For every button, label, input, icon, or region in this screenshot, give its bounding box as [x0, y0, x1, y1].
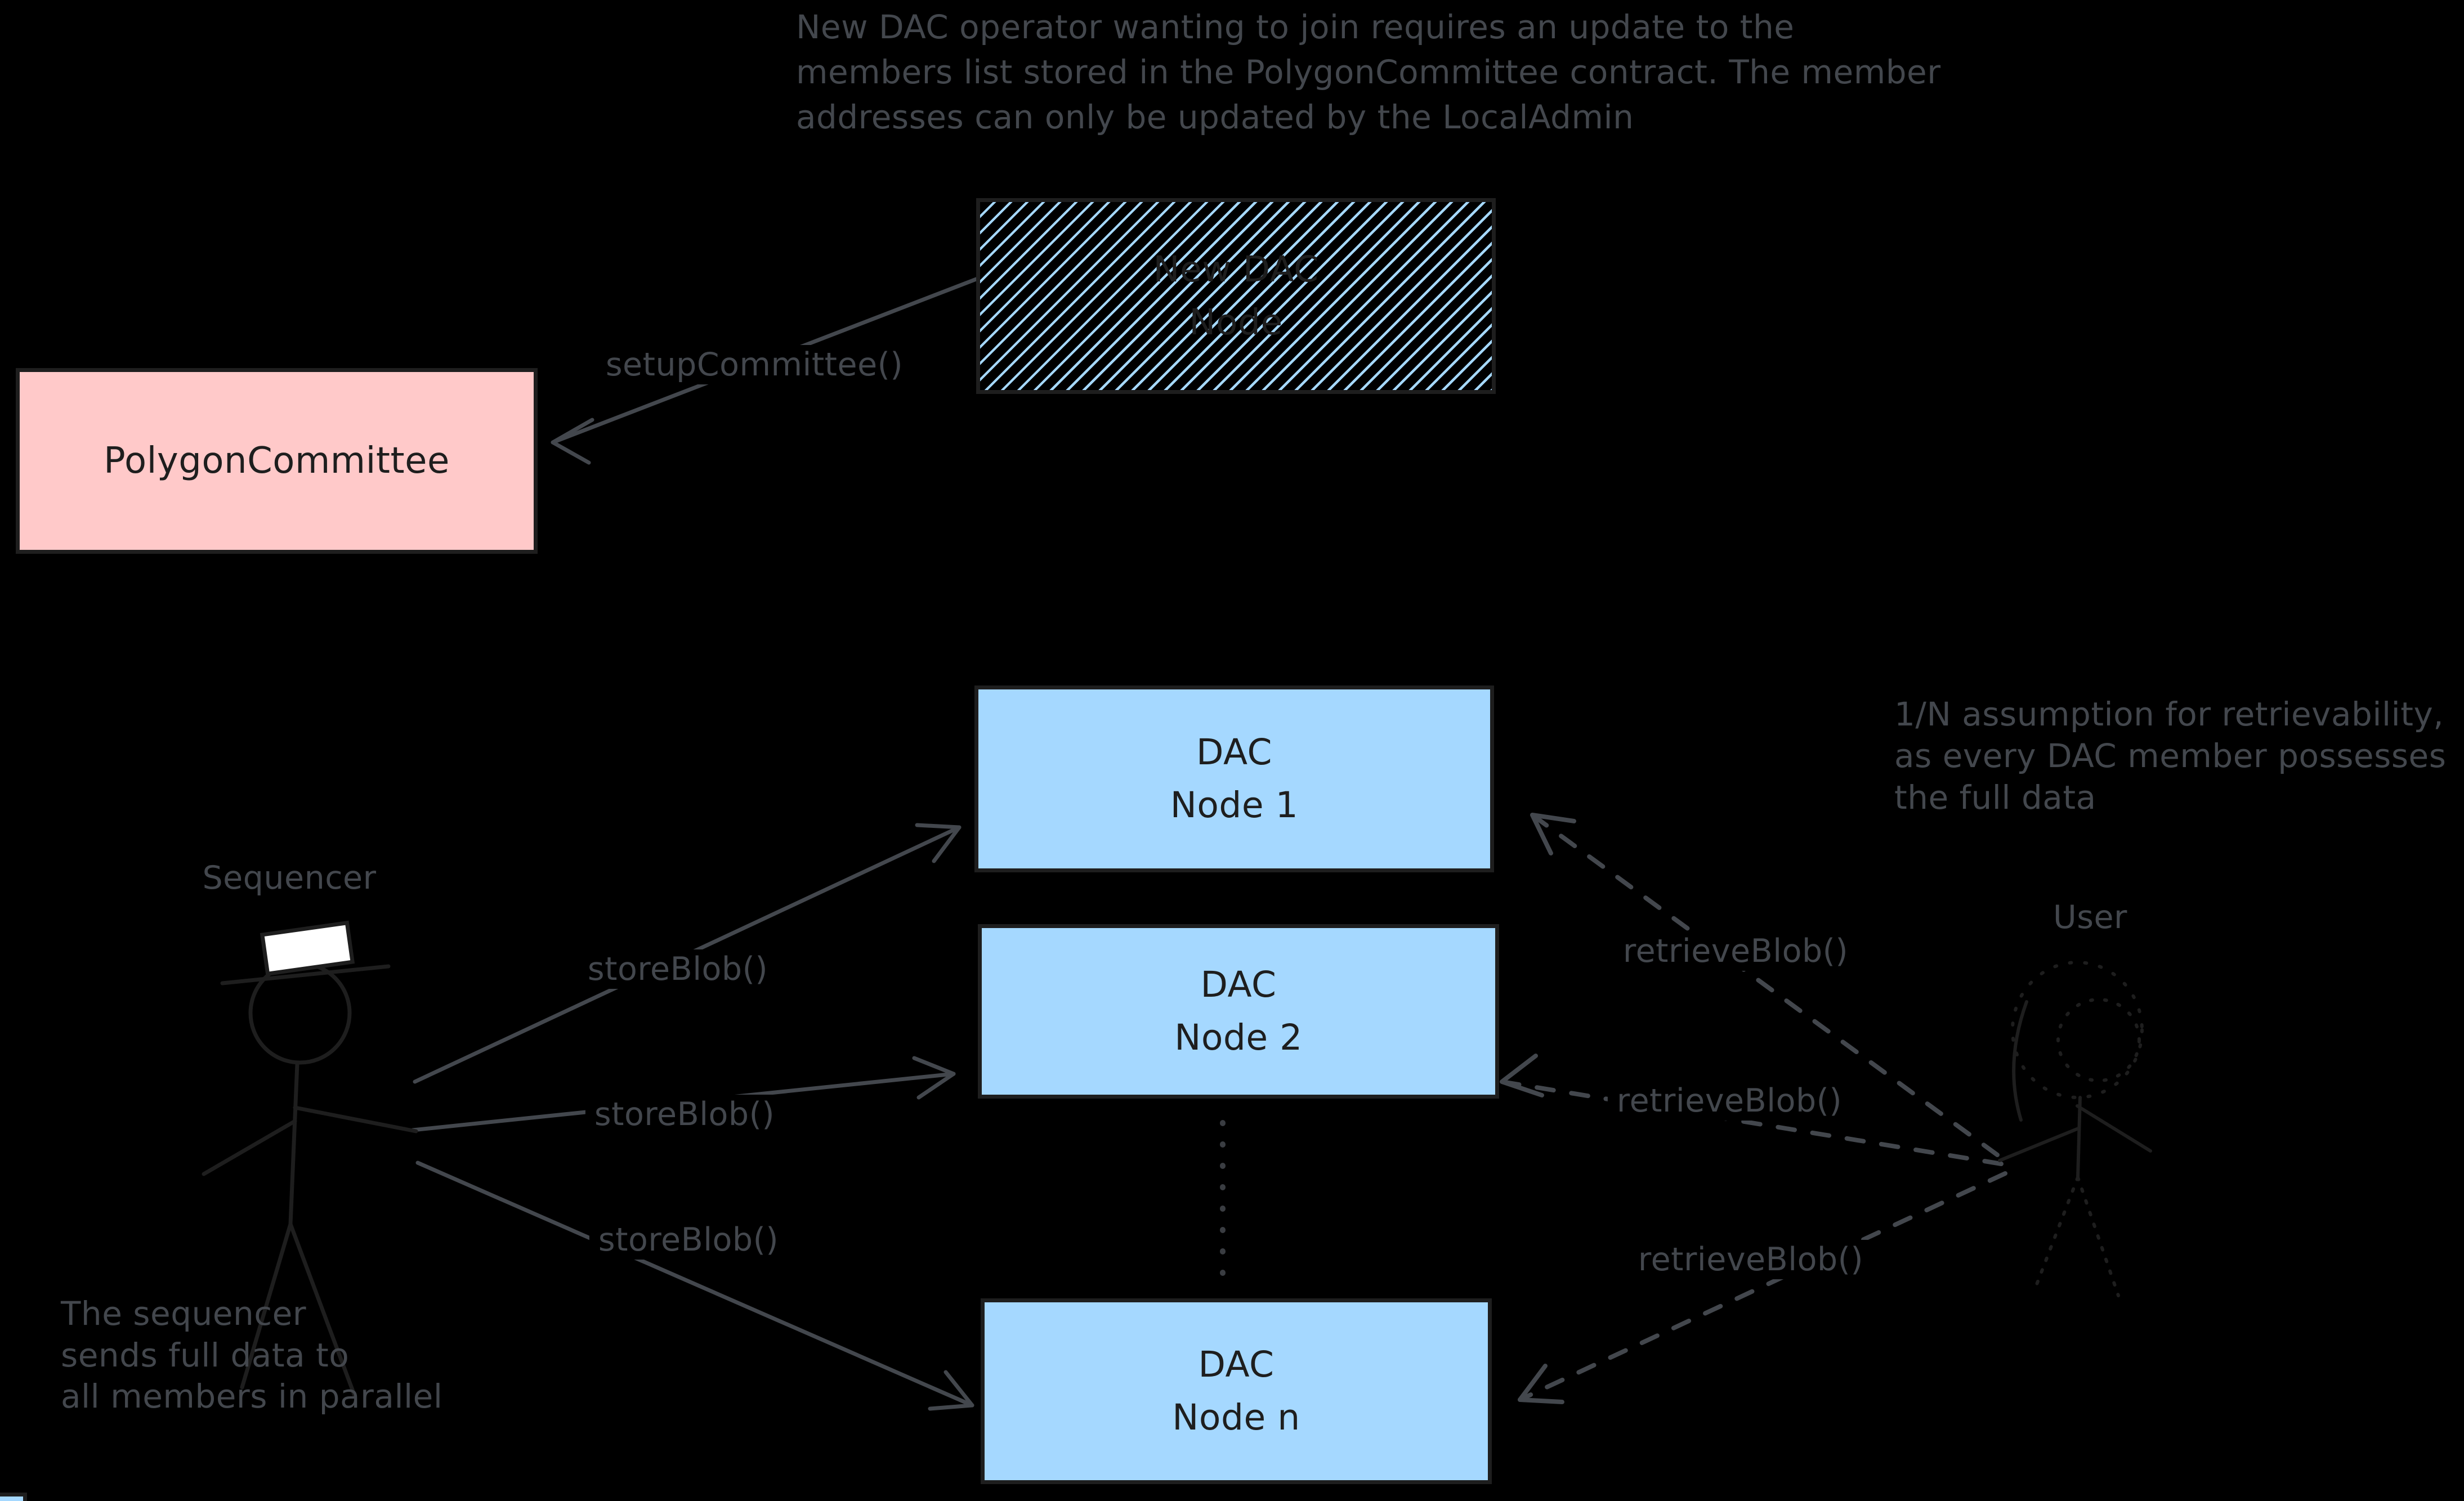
- sequencer-left-arm: [202, 1119, 297, 1176]
- partial-box-bottom-left: [0, 1493, 27, 1501]
- dac-node-2-box: DAC Node 2: [978, 924, 1499, 1099]
- sequencer-hat-brim: [220, 964, 391, 985]
- user-label: User: [2053, 899, 2127, 936]
- retrieve-blob-arrow-2: [1500, 1054, 2004, 1166]
- retrieve-blob-label-1: retrieveBlob(): [1613, 931, 1858, 971]
- user-right-arm: [2076, 1104, 2152, 1153]
- dac-node-2-box-label: DAC Node 2: [1174, 964, 1303, 1059]
- retrieve-blob-label-2: retrieveBlob(): [1607, 1081, 1852, 1121]
- user-legs: [2035, 1176, 2120, 1297]
- sequencer-label: Sequencer: [202, 859, 377, 897]
- note-new-dac-operator: New DAC operator wanting to join require…: [796, 8, 1941, 137]
- note-one-over-n-assumption: 1/N assumption for retrievability, as ev…: [1894, 695, 2447, 817]
- store-blob-label-3: storeBlob(): [589, 1220, 788, 1260]
- user-face: [2056, 998, 2141, 1082]
- dac-node-1-box: DAC Node 1: [974, 685, 1494, 872]
- retrieve-blob-arrow-1: [1530, 813, 2000, 1157]
- dac-node-n-box: DAC Node n: [981, 1298, 1492, 1484]
- setup-committee-label: setupCommittee(): [596, 345, 913, 384]
- polygon-committee-box: PolygonCommittee: [16, 368, 538, 554]
- dac-node-n-box-label: DAC Node n: [1172, 1343, 1300, 1439]
- user-hair-strand: [2012, 1000, 2028, 1122]
- sequencer-body: [288, 1061, 299, 1226]
- user-figure: [1998, 961, 2152, 1297]
- retrieve-blob-label-3: retrieveBlob(): [1629, 1240, 1873, 1279]
- new-dac-node-box-label: New DAC Node: [1153, 248, 1319, 343]
- new-dac-node-box: New DAC Node: [976, 198, 1496, 394]
- sequencer-hat: [260, 920, 355, 976]
- user-hair: [2011, 961, 2144, 1099]
- user-left-arm: [1998, 1127, 2080, 1162]
- sequencer-legs: [240, 1222, 357, 1398]
- store-blob-label-2: storeBlob(): [585, 1095, 784, 1134]
- user-body: [2076, 1096, 2082, 1179]
- dac-node-1-box-label: DAC Node 1: [1170, 731, 1299, 826]
- retrieve-blob-arrow-3: [1518, 1171, 2007, 1404]
- polygon-committee-box-label: PolygonCommittee: [104, 440, 450, 482]
- store-blob-arrow-3: [415, 1161, 974, 1411]
- sequencer-right-arm: [293, 1105, 418, 1133]
- note-sequencer-parallel: The sequencer sends full data to all mem…: [61, 1294, 443, 1416]
- store-blob-label-1: storeBlob(): [578, 949, 777, 989]
- sequencer-figure: [202, 920, 418, 1398]
